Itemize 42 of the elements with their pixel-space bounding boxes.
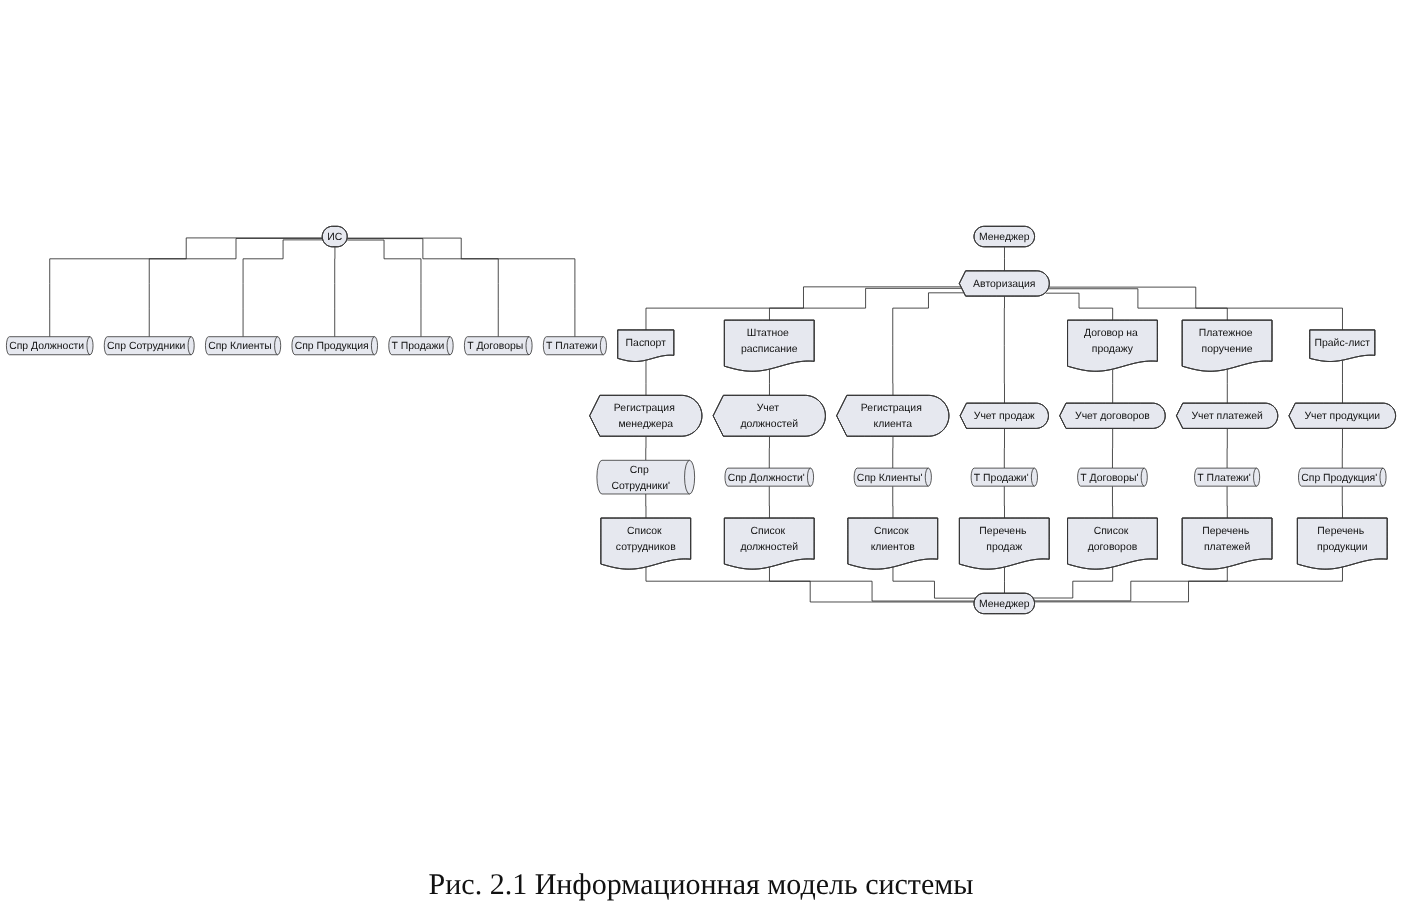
connector: [645, 286, 962, 331]
connector: [346, 239, 422, 338]
connector: [1048, 286, 1344, 331]
connector: [892, 292, 965, 397]
connector: [1342, 360, 1344, 404]
connector: [768, 436, 771, 469]
connector: [892, 485, 894, 519]
connector: [1032, 567, 1114, 599]
connector: [1226, 369, 1228, 404]
connector: [148, 238, 324, 338]
connector: [892, 567, 977, 599]
connector: [645, 436, 647, 461]
connector: [347, 237, 576, 338]
connector: [769, 287, 963, 321]
connector: [1004, 567, 1006, 595]
connector: [645, 493, 647, 519]
connector: [1003, 485, 1006, 519]
connector: [1034, 567, 1344, 603]
connector: [1003, 296, 1006, 404]
connector: [1341, 428, 1344, 469]
connector: [1112, 369, 1114, 404]
figure-caption: Рис. 2.1 Информационная модель системы: [428, 870, 974, 902]
connector: [49, 237, 324, 338]
connector: [769, 567, 976, 602]
connector: [892, 436, 894, 469]
connector: [347, 238, 499, 338]
connector: [645, 360, 647, 397]
connector: [1048, 288, 1228, 321]
connector: [1226, 428, 1228, 469]
connector: [1226, 485, 1228, 519]
connector: [1003, 428, 1006, 469]
connector: [1112, 485, 1114, 519]
connector: [1004, 246, 1006, 272]
connector: [1112, 428, 1114, 469]
connector: [334, 246, 336, 338]
connector: [242, 239, 324, 338]
connector: [1034, 567, 1228, 602]
connector: [769, 369, 771, 397]
connector: [1045, 292, 1114, 321]
connector: [645, 567, 975, 603]
connector: [1341, 485, 1344, 519]
connector: [768, 485, 771, 519]
